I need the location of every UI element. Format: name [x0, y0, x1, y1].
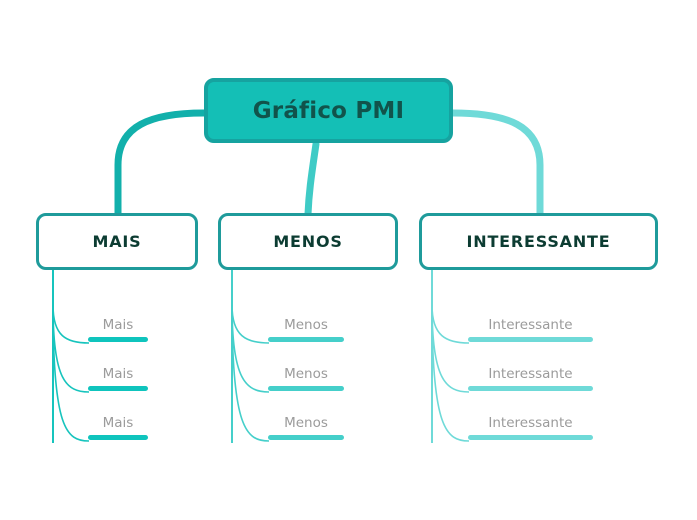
- leaf-label: Mais: [102, 415, 134, 431]
- leaf-label: Mais: [102, 317, 134, 333]
- leaf-curve-mais-1: [52, 304, 90, 344]
- connector-root-to-mais: [114, 109, 208, 218]
- leaf-bar: [268, 386, 344, 391]
- leaf-label: Interessante: [488, 366, 573, 382]
- leaf-bar: [88, 386, 148, 391]
- leaf-label: Menos: [284, 415, 328, 431]
- leaf-label: Menos: [284, 366, 328, 382]
- leaf-curve-interessante-2: [431, 304, 470, 393]
- leaf-label: Interessante: [488, 415, 573, 431]
- leaf-item[interactable]: Mais: [88, 414, 148, 440]
- leaf-bar: [268, 435, 344, 440]
- root-node-label: Gráfico PMI: [252, 97, 405, 124]
- leaf-curve-menos-3: [231, 304, 270, 442]
- leaf-label: Interessante: [488, 317, 573, 333]
- leaf-bar: [468, 435, 593, 440]
- leaf-item[interactable]: Menos: [268, 316, 344, 342]
- leaf-item[interactable]: Menos: [268, 365, 344, 391]
- leaf-curve-mais-2: [52, 304, 90, 393]
- leaf-curve-interessante-3: [431, 304, 470, 442]
- leaf-label: Menos: [284, 317, 328, 333]
- leaf-label: Mais: [102, 366, 134, 382]
- leaf-curve-menos-1: [231, 304, 270, 344]
- branch-node-label: INTERESSANTE: [466, 232, 611, 251]
- branch-node-mais[interactable]: MAIS: [36, 213, 198, 270]
- leaf-item[interactable]: Interessante: [468, 365, 593, 391]
- leaf-item[interactable]: Menos: [268, 414, 344, 440]
- leaf-item[interactable]: Interessante: [468, 414, 593, 440]
- leaf-bar: [88, 435, 148, 440]
- root-node[interactable]: Gráfico PMI: [204, 78, 453, 143]
- leaf-item[interactable]: Mais: [88, 316, 148, 342]
- branch-node-menos[interactable]: MENOS: [218, 213, 398, 270]
- leaf-bar: [88, 337, 148, 342]
- leaf-bar: [268, 337, 344, 342]
- leaf-curve-interessante-1: [431, 304, 470, 344]
- connector-root-to-interessante: [449, 109, 544, 218]
- branch-node-label: MENOS: [273, 232, 343, 251]
- leaf-item[interactable]: Interessante: [468, 316, 593, 342]
- connector-root-to-menos: [304, 140, 320, 218]
- branch-node-interessante[interactable]: INTERESSANTE: [419, 213, 658, 270]
- leaf-curve-mais-3: [52, 304, 90, 442]
- branch-node-label: MAIS: [92, 232, 142, 251]
- leaf-item[interactable]: Mais: [88, 365, 148, 391]
- leaf-curve-menos-2: [231, 304, 270, 393]
- leaf-bar: [468, 337, 593, 342]
- leaf-bar: [468, 386, 593, 391]
